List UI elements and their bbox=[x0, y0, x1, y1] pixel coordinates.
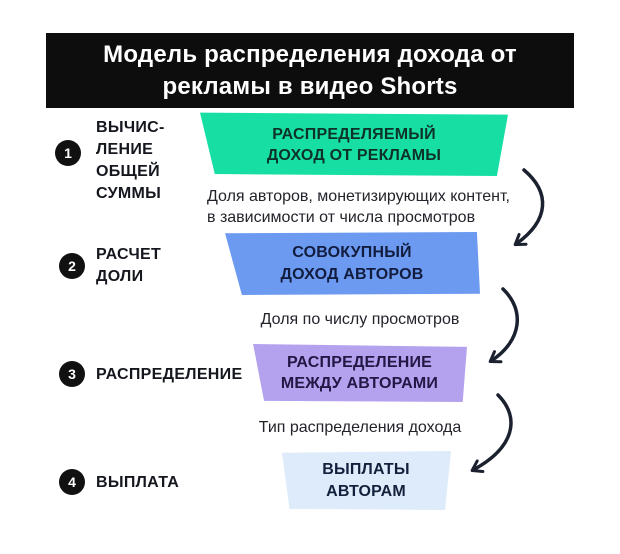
step-number-text: 1 bbox=[64, 145, 72, 161]
step-4-label: ВЫПЛАТА bbox=[96, 472, 179, 494]
funnel-stage-line: АВТОРАМ bbox=[326, 482, 406, 500]
step-label-line: ОБЩЕЙ bbox=[96, 163, 160, 180]
curved-arrow-icon bbox=[488, 287, 519, 364]
page-title-line: рекламы в видео Shorts bbox=[162, 72, 458, 100]
annotation-distribution-type: Тип распределения дохода bbox=[240, 417, 480, 438]
annotation-line: Тип распределения дохода bbox=[258, 419, 462, 436]
step-2-label: РАСЧЕТ ДОЛИ bbox=[96, 244, 161, 288]
step-label-line: РАСЧЕТ bbox=[96, 246, 162, 263]
step-label-line: ВЫПЛАТА bbox=[96, 474, 180, 491]
annotation-share-by-views: Доля по числу просмотров bbox=[240, 309, 480, 330]
step-4-number-badge: 4 bbox=[59, 469, 85, 495]
funnel-stage-line: РАСПРЕДЕЛЕНИЕ bbox=[286, 353, 433, 371]
funnel-stage-distributable-ad-revenue: РАСПРЕДЕЛЯЕМЫЙ ДОХОД ОТ РЕКЛАМЫ bbox=[200, 112, 508, 177]
step-1-number-badge: 1 bbox=[55, 140, 81, 166]
step-label-line: РАСПРЕДЕЛЕНИЕ bbox=[96, 366, 243, 383]
annotation-line: Доля авторов, монетизирующих контент, bbox=[207, 188, 510, 205]
annotation-creator-share: Доля авторов, монетизирующих контент, в … bbox=[207, 186, 510, 228]
step-number-text: 4 bbox=[68, 474, 76, 490]
step-label-line: ВЫЧИС- bbox=[96, 119, 165, 136]
funnel-stage-line: ВЫПЛАТЫ bbox=[322, 461, 410, 479]
curved-arrow-icon bbox=[513, 168, 545, 247]
step-number-text: 2 bbox=[68, 258, 76, 274]
page-title: Модель распределения дохода от рекламы в… bbox=[46, 33, 574, 108]
step-2-number-badge: 2 bbox=[59, 253, 85, 279]
step-3-number-badge: 3 bbox=[59, 361, 85, 387]
funnel-stage-line: ДОХОД АВТОРОВ bbox=[280, 265, 424, 283]
step-label-line: СУММЫ bbox=[96, 185, 162, 202]
annotation-line: в зависимости от числа просмотров bbox=[207, 209, 476, 226]
step-label-line: ДОЛИ bbox=[96, 268, 144, 285]
funnel-stage-creator-pool: СОВОКУПНЫЙ ДОХОД АВТОРОВ bbox=[225, 232, 480, 295]
funnel-stage-line: ДОХОД ОТ РЕКЛАМЫ bbox=[266, 147, 442, 164]
funnel-stage-allocation-between-creators: РАСПРЕДЕЛЕНИЕ МЕЖДУ АВТОРАМИ bbox=[253, 344, 467, 402]
step-1-label: ВЫЧИС- ЛЕНИЕ ОБЩЕЙ СУММЫ bbox=[96, 117, 165, 205]
step-label-line: ЛЕНИЕ bbox=[96, 141, 154, 158]
funnel-stage-line: РАСПРЕДЕЛЯЕМЫЙ bbox=[272, 125, 436, 143]
step-number-text: 3 bbox=[68, 366, 76, 382]
page-title-line: Модель распределения дохода от bbox=[103, 40, 517, 68]
funnel-stage-payouts-to-creators: ВЫПЛАТЫ АВТОРАМ bbox=[282, 451, 451, 510]
step-3-label: РАСПРЕДЕЛЕНИЕ bbox=[96, 364, 242, 386]
funnel-stage-line: МЕЖДУ АВТОРАМИ bbox=[280, 375, 439, 392]
funnel-stage-line: СОВОКУПНЫЙ bbox=[292, 244, 412, 262]
annotation-line: Доля по числу просмотров bbox=[260, 311, 460, 328]
